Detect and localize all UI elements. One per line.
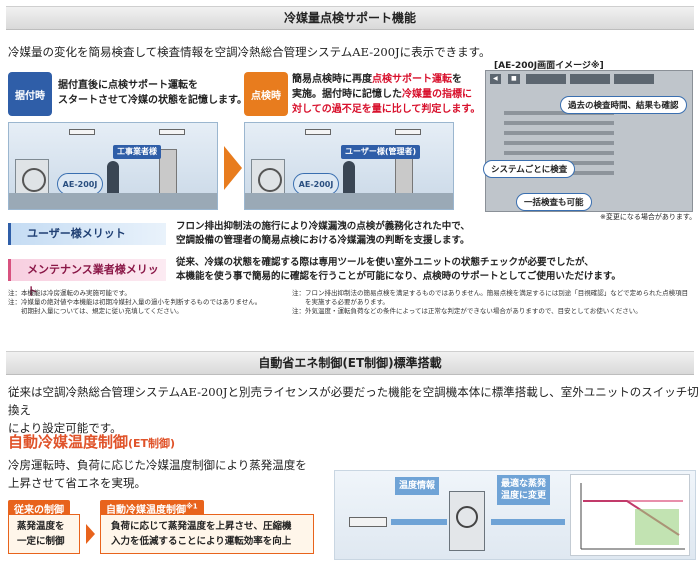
- screen-title: [AE-200J画面イメージ※]: [494, 61, 604, 71]
- inspect-line-1c: を: [452, 74, 462, 85]
- screen-tab: ◀: [490, 74, 501, 84]
- user-merit-label: ユーザー様メリット: [8, 223, 166, 245]
- section2-line-2: により設定可能です。: [8, 421, 122, 435]
- optimal-temp-flag: 最適な蒸発 温度に変更: [497, 475, 551, 505]
- inspect-badge: 点検時: [244, 72, 288, 116]
- compare-arrow-icon: [86, 524, 95, 544]
- user-merit-line-2: 空調設備の管理者の簡易点検における冷媒漏洩の判断を支援します。: [176, 235, 470, 246]
- indoor-unit-icon: [349, 517, 387, 527]
- ae200j-screen-image: ◀ ■: [485, 70, 693, 212]
- old-control-line-2: 一定に制御: [17, 536, 65, 547]
- inspect-line-2a: 実施。据付時に記憶した: [292, 89, 402, 100]
- temperature-info-flag: 温度情報: [395, 477, 440, 495]
- old-control-line-1: 蒸発温度を: [17, 521, 65, 532]
- note-left-1: 注：本機能は冷房運転のみ実施可能です。: [8, 289, 131, 297]
- screen-row: [504, 131, 614, 135]
- et-title-sub: (ET制御): [128, 437, 176, 450]
- optimal-temp-line-2: 温度に変更: [501, 491, 547, 501]
- optimal-temp-line-1: 最適な蒸発: [501, 479, 547, 489]
- controller-tablet: AE-200J: [293, 173, 339, 195]
- info-arrow-icon: [391, 519, 447, 525]
- section-header-refrigerant-check: 冷媒量点検サポート機能: [6, 6, 694, 30]
- installer-callout: 工事業者様: [113, 145, 161, 159]
- section-header-et-control: 自動省エネ制御(ET制御)標準搭載: [6, 351, 694, 375]
- new-control-label-text: 自動冷媒温度制御: [106, 505, 186, 516]
- new-control-line-1: 負荷に応じて蒸発温度を上昇させ、圧縮機: [111, 521, 292, 532]
- screen-tab: [570, 74, 610, 84]
- controller-tablet: AE-200J: [57, 173, 103, 195]
- inspect-line-3: 対しての過不足を量に比して判定します。: [292, 104, 481, 115]
- screen-row: [504, 151, 614, 155]
- worker-icon: [107, 161, 119, 195]
- note-right-2: を実施する必要があります。: [292, 298, 389, 306]
- note-left-2: 注：冷媒量の絶対値や本機能は初期冷媒封入量の過小を判断するものではありません。: [8, 298, 262, 306]
- section2-line-1: 従来は空調冷熱総合管理システムAE-200Jと別売ライセンスが必要だった機能を空…: [8, 385, 699, 417]
- inspect-badge-label: 点検時: [251, 90, 281, 102]
- inspect-room-illustration: ユーザー様(管理者) AE-200J: [244, 122, 454, 210]
- intro-text: 冷媒量の変化を簡易検査して検査情報を空調冷熱総合管理システムAE-200Jに表示…: [8, 45, 491, 59]
- screen-tab: ■: [508, 74, 520, 84]
- floor: [9, 193, 217, 209]
- inspect-line-1b: 点検サポート運転: [372, 74, 452, 85]
- ceiling-unit-icon: [69, 129, 95, 135]
- et-title-main: 自動冷媒温度制御: [8, 433, 129, 451]
- ceiling-unit-icon: [159, 129, 185, 135]
- user-callout: ユーザー様(管理者): [341, 145, 421, 159]
- new-control-line-2: 入力を低減することにより運転効率を向上: [111, 536, 292, 547]
- install-line-1: 据付直後に点検サポート運転を: [58, 80, 198, 91]
- et-title: 自動冷媒温度制御(ET制御): [8, 431, 175, 452]
- new-control-mark: ※1: [186, 502, 198, 511]
- screen-row: [504, 141, 614, 145]
- new-control-label: 自動冷媒温度制御※1: [100, 500, 204, 517]
- screen-row: [504, 121, 614, 125]
- floor: [245, 193, 453, 209]
- maint-merit-line-1: 従来、冷媒の状態を確認する際は専用ツールを使い室外ユニットの状態チェックが必要で…: [176, 257, 594, 268]
- notes-right: 注：フロン排出抑制法の簡易点検を満足するものではありません。簡易点検を満足するに…: [292, 289, 692, 316]
- section-title: 自動省エネ制御(ET制御)標準搭載: [258, 356, 442, 370]
- inspect-description: 簡易点検時に再度点検サポート運転を 実施。据付時に記憶した冷媒量の指標に 対して…: [292, 72, 480, 117]
- door-icon: [159, 149, 177, 195]
- notes-left: 注：本機能は冷房運転のみ実施可能です。 注：冷媒量の絶対値や本機能は初期冷媒封入…: [8, 289, 288, 316]
- note-right-1: 注：フロン排出抑制法の簡易点検を満足するものではありません。簡易点検を満足するに…: [292, 289, 689, 297]
- section-title: 冷媒量点検サポート機能: [283, 11, 416, 25]
- user-icon: [343, 161, 355, 195]
- batch-bubble: 一括検査も可能: [516, 193, 592, 211]
- screen-tab: [526, 74, 566, 84]
- screen-row: [504, 111, 614, 115]
- screen-tab: [614, 74, 654, 84]
- history-bubble: 過去の検査時間、結果も確認: [560, 96, 687, 114]
- inspect-line-2b: 冷媒量の指標に: [402, 89, 472, 100]
- system-bubble: システムごとに検査: [483, 160, 576, 178]
- inspect-line-1a: 簡易点検時に再度: [292, 74, 372, 85]
- change-arrow-icon: [491, 519, 565, 525]
- install-line-2: スタートさせて冷媒の状態を記憶します。: [58, 95, 247, 106]
- install-room-illustration: 工事業者様 AE-200J: [8, 122, 218, 210]
- user-merit-line-1: フロン排出抑制法の施行により冷媒漏洩の点検が義務化された中で、: [176, 221, 470, 232]
- et-line-2: 上昇させて省エネを実現。: [8, 476, 146, 490]
- maintenance-merit-text: 従来、冷媒の状態を確認する際は専用ツールを使い室外ユニットの状態チェックが必要で…: [176, 256, 621, 284]
- graph-svg: [580, 483, 685, 550]
- maint-merit-line-2: 本機能を使う事で簡易的に確認を行うことが可能になり、点検時のサポートとしてご使用…: [176, 271, 621, 282]
- install-description: 据付直後に点検サポート運転を スタートさせて冷媒の状態を記憶します。: [58, 78, 247, 108]
- outdoor-unit-icon: [449, 491, 485, 551]
- new-control-box: 負荷に応じて蒸発温度を上昇させ、圧縮機 入力を低減することにより運転効率を向上: [100, 514, 314, 554]
- graph-saving-area: [635, 509, 679, 545]
- old-control-label: 従来の制御: [8, 500, 70, 517]
- install-badge: 据付時: [8, 72, 52, 116]
- evaporation-temp-graph: [570, 474, 690, 556]
- maintenance-merit-label: メンテナンス業者様メリット: [8, 259, 166, 298]
- et-line-1: 冷房運転時、負荷に応じた冷媒温度制御により蒸発温度を: [8, 458, 307, 472]
- section2-body: 従来は空調冷熱総合管理システムAE-200Jと別売ライセンスが必要だった機能を空…: [8, 383, 700, 437]
- screen-footnote: ※変更になる場合があります。: [600, 213, 697, 221]
- ceiling-unit-icon: [305, 129, 331, 135]
- ceiling-unit-icon: [395, 129, 421, 135]
- et-description: 冷房運転時、負荷に応じた冷媒温度制御により蒸発温度を 上昇させて省エネを実現。: [8, 456, 307, 492]
- user-merit-text: フロン排出抑制法の施行により冷媒漏洩の点検が義務化された中で、 空調設備の管理者…: [176, 220, 470, 248]
- old-control-box: 蒸発温度を 一定に制御: [8, 514, 80, 554]
- flow-arrow-icon: [224, 146, 242, 190]
- install-badge-label: 据付時: [15, 90, 45, 102]
- note-left-3: 初期封入量については、規定に従い充填してください。: [8, 307, 183, 315]
- note-right-3: 注：外気温度・運転負荷などの条件によっては正常な判定ができない場合がありますので…: [292, 307, 642, 315]
